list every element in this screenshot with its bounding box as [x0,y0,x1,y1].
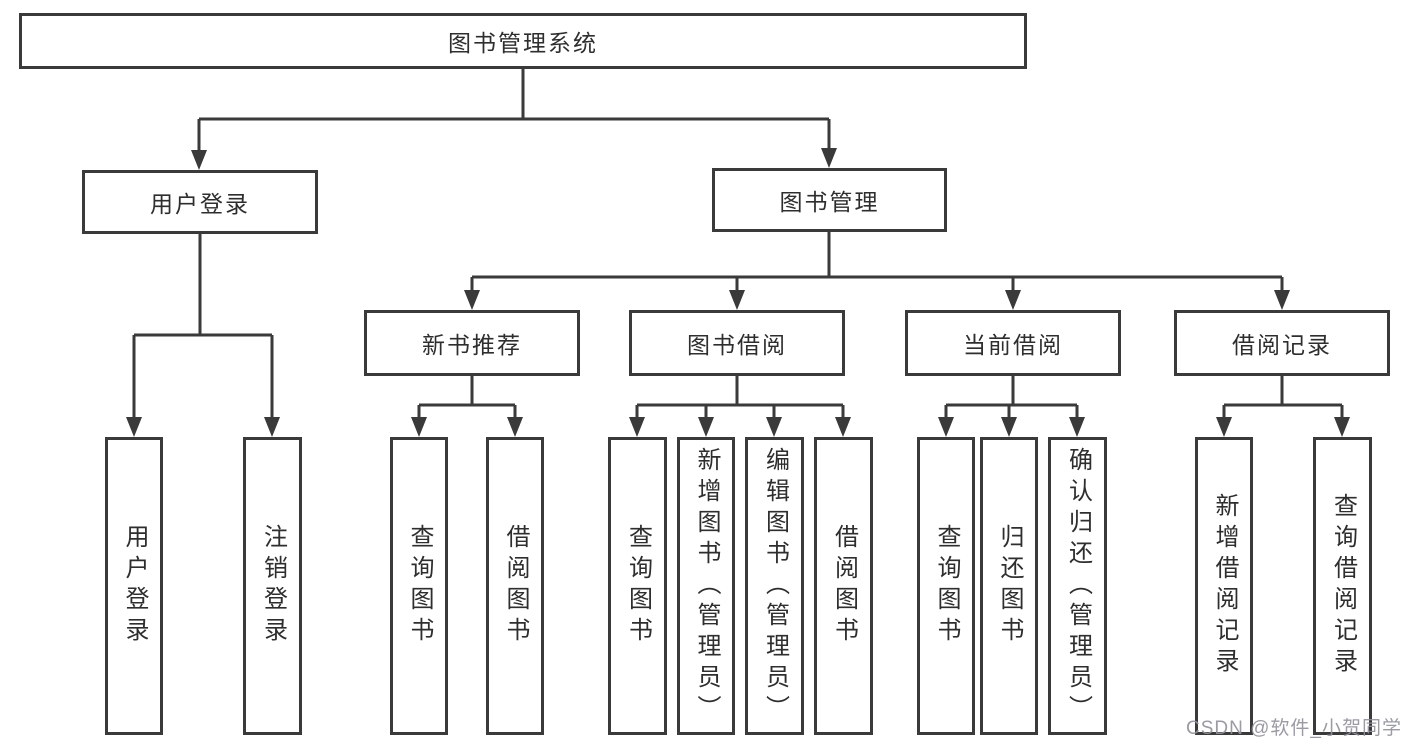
leaf-return-book-label: 归还图书 [996,524,1023,648]
node-book-borrowing-label: 图书借阅 [687,332,787,358]
node-borrow-records-label: 借阅记录 [1232,332,1332,358]
leaf-query-books-recommend-label: 查询图书 [406,524,433,648]
leaf-query-borrow-record: 查询借阅记录 [1313,437,1372,735]
leaf-logout-label: 注销登录 [259,524,287,648]
leaf-user-login-label: 用户登录 [121,524,148,648]
leaf-borrow-books-borrowing: 借阅图书 [814,437,873,735]
node-new-book-recommend: 新书推荐 [364,310,580,376]
leaf-query-books-current-label: 查询图书 [933,524,960,648]
csdn-watermark: CSDN @软件_小贺同学 [1186,718,1402,739]
leaf-query-books-current: 查询图书 [917,437,975,735]
node-book-borrowing: 图书借阅 [629,310,845,376]
leaf-add-book-admin-label: 新增图书（管理员） [693,446,720,726]
connector-lines [132,69,1344,418]
leaf-borrow-books-recommend-label: 借阅图书 [502,524,529,648]
node-book-management-label: 图书管理 [779,189,880,215]
leaf-confirm-return-admin-label: 确认归还（管理员） [1064,446,1092,726]
node-new-book-recommend-label: 新书推荐 [422,332,522,358]
leaf-return-book: 归还图书 [980,437,1038,735]
leaf-query-books-borrowing-label: 查询图书 [624,524,652,648]
arrowhead-icons [126,148,1350,437]
node-user-login: 用户登录 [82,170,318,234]
leaf-edit-book-admin: 编辑图书（管理员） [745,437,804,735]
leaf-logout: 注销登录 [243,437,302,735]
node-current-borrowing: 当前借阅 [905,310,1121,376]
node-library-system-label: 图书管理系统 [448,30,598,56]
leaf-borrow-books-borrowing-label: 借阅图书 [830,524,858,648]
node-current-borrowing-label: 当前借阅 [963,332,1063,358]
leaf-edit-book-admin-label: 编辑图书（管理员） [761,446,789,726]
leaf-add-borrow-record-label: 新增借阅记录 [1211,493,1238,679]
leaf-query-books-recommend: 查询图书 [390,437,448,735]
leaf-add-borrow-record: 新增借阅记录 [1195,437,1253,735]
leaf-confirm-return-admin: 确认归还（管理员） [1048,437,1107,735]
leaf-user-login: 用户登录 [105,437,163,735]
node-book-management: 图书管理 [712,168,947,232]
leaf-query-borrow-record-label: 查询借阅记录 [1329,493,1357,679]
node-borrow-records: 借阅记录 [1174,310,1390,376]
leaf-query-books-borrowing: 查询图书 [608,437,667,735]
leaf-add-book-admin: 新增图书（管理员） [677,437,735,735]
leaf-borrow-books-recommend: 借阅图书 [486,437,544,735]
node-library-system: 图书管理系统 [19,13,1027,69]
node-user-login-label: 用户登录 [150,191,250,217]
